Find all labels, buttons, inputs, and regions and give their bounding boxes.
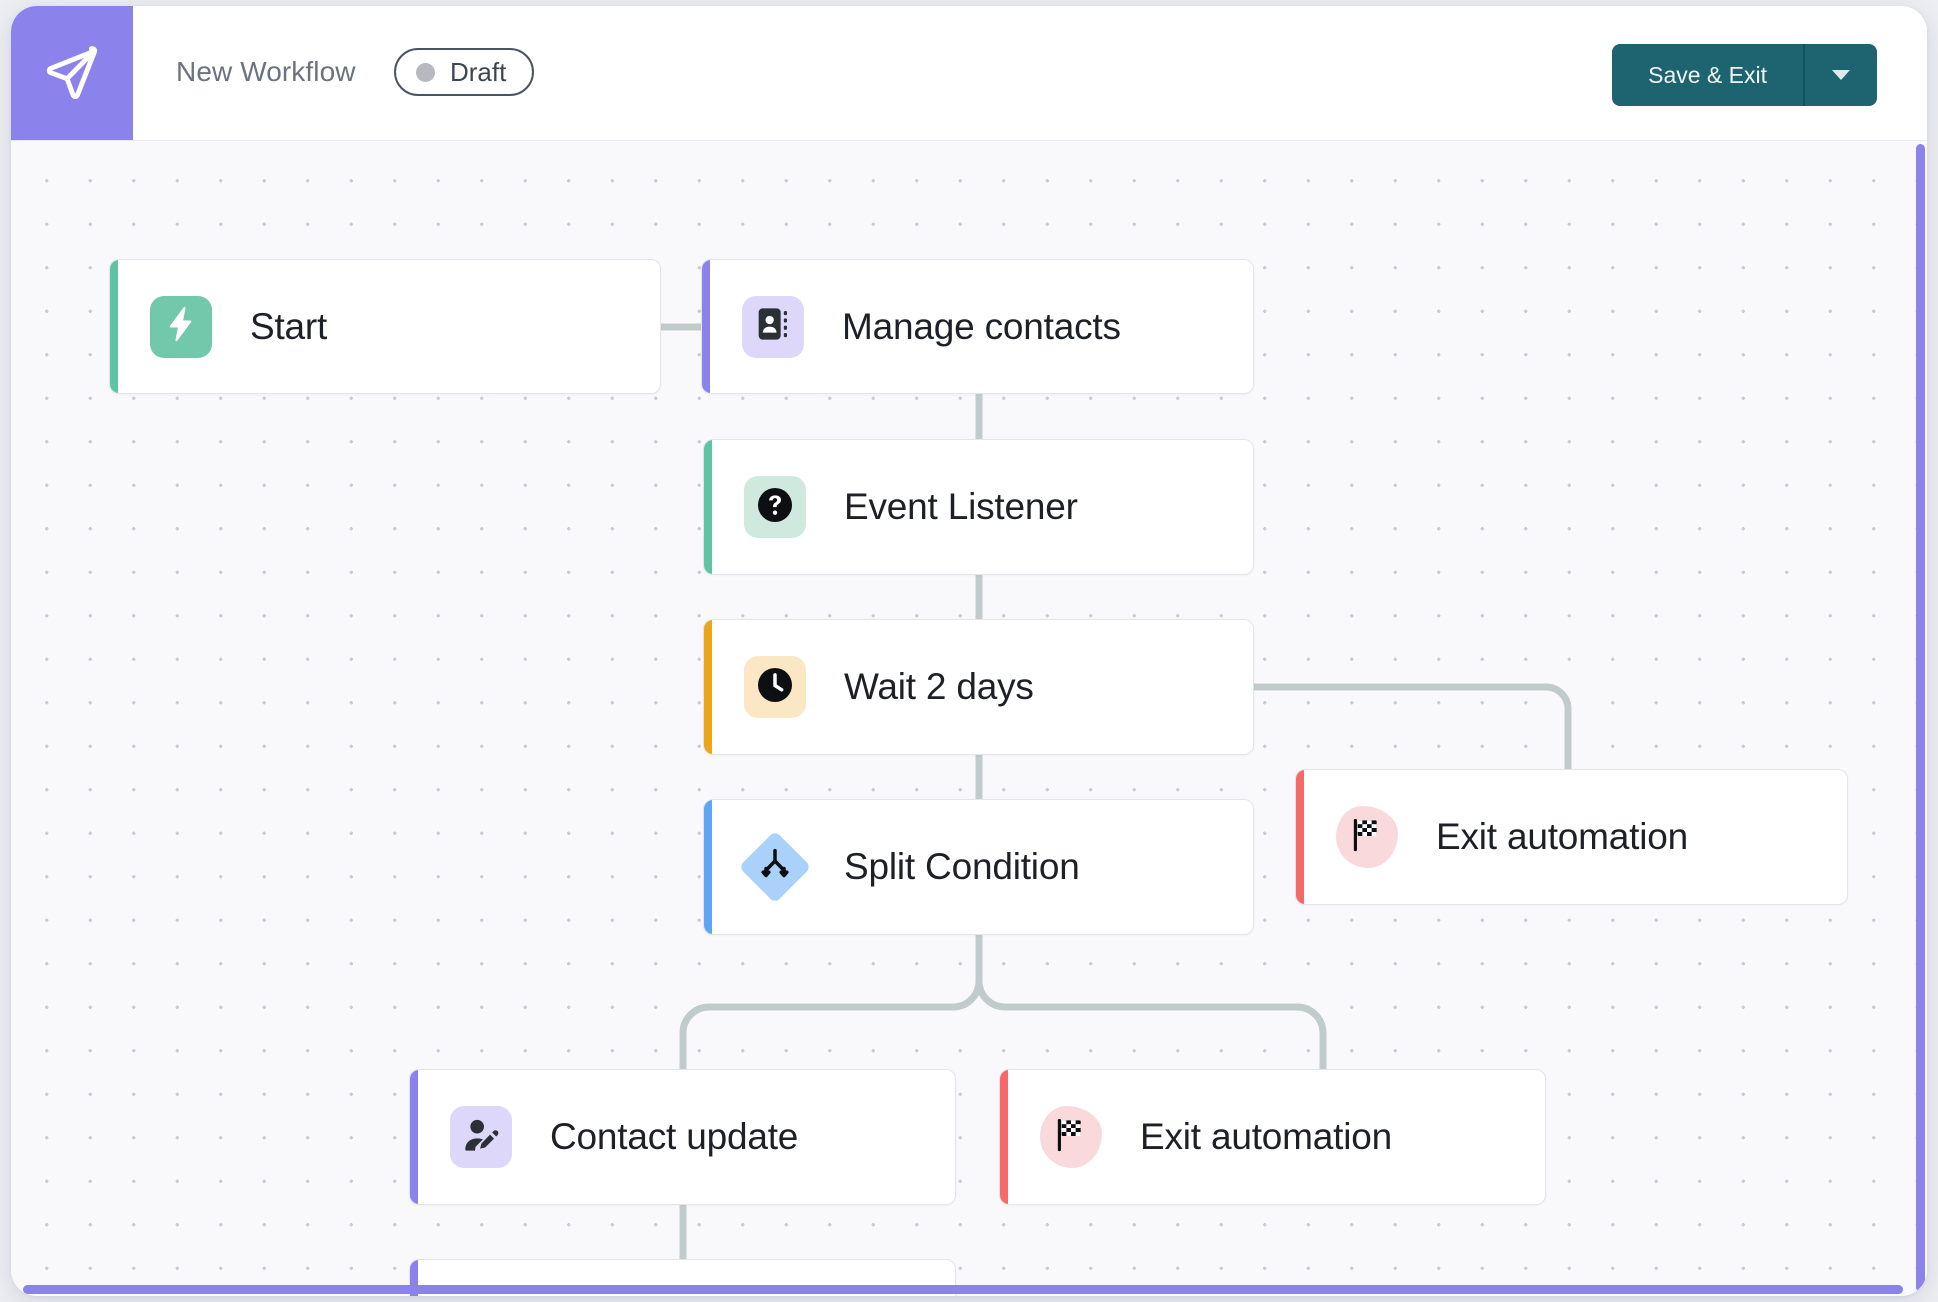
node-label: Exit automation <box>1436 816 1689 857</box>
contact-edit-icon <box>450 1106 512 1168</box>
question-circle-icon <box>744 476 806 538</box>
workflow-node-exit-automation-bottom[interactable]: Exit automation <box>999 1069 1546 1205</box>
horizontal-scrollbar[interactable] <box>23 1285 1903 1294</box>
contact-book-icon <box>742 295 804 358</box>
workflow-node-event-listener[interactable]: Event Listener <box>703 439 1254 575</box>
node-label: Start <box>250 305 328 347</box>
save-and-exit-button[interactable]: Save & Exit <box>1612 44 1805 106</box>
status-dot <box>416 62 435 82</box>
app-window: New Workflow Draft Save & Exit <box>11 6 1927 1296</box>
save-button-group: Save & Exit <box>1612 44 1877 106</box>
node-accent-bar <box>704 440 712 574</box>
node-label: Event Listener <box>844 486 1078 527</box>
node-accent-bar <box>1000 1070 1008 1204</box>
node-label: Exit automation <box>1140 1116 1393 1157</box>
node-accent-bar <box>702 260 710 393</box>
node-label: Split Condition <box>844 846 1080 887</box>
node-label: Contact update <box>550 1116 799 1157</box>
send-plane-icon[interactable] <box>11 6 133 140</box>
node-label: Manage contacts <box>842 305 1121 347</box>
workflow-node-wait-2-days[interactable]: Wait 2 days <box>703 619 1254 755</box>
clock-icon <box>744 656 806 718</box>
workflow-node-start[interactable]: Start <box>109 259 661 394</box>
app-header: New Workflow Draft Save & Exit <box>11 6 1927 141</box>
node-accent-bar <box>410 1260 418 1296</box>
node-accent-bar <box>110 260 118 393</box>
status-label: Draft <box>450 56 507 87</box>
node-accent-bar <box>410 1070 418 1204</box>
workflow-node-split-condition[interactable]: Split Condition <box>703 799 1254 935</box>
vertical-scrollbar[interactable] <box>1916 144 1925 1292</box>
node-label: Wait 2 days <box>844 666 1034 707</box>
checkered-flag-icon <box>1040 1106 1102 1168</box>
workflow-node-manage-contacts[interactable]: Manage contacts <box>701 259 1254 394</box>
node-accent-bar <box>1296 770 1304 904</box>
node-accent-bar <box>704 800 712 934</box>
page-title: New Workflow <box>176 56 356 87</box>
status-badge[interactable]: Draft <box>394 48 535 96</box>
node-accent-bar <box>704 620 712 754</box>
checkered-flag-icon <box>1336 806 1398 868</box>
lightning-bolt-icon <box>150 295 212 358</box>
workflow-node-contact-update[interactable]: Contact update <box>409 1069 956 1205</box>
chevron-down-icon[interactable] <box>1805 44 1877 106</box>
split-branch-icon <box>738 830 812 904</box>
workflow-node-exit-automation-right[interactable]: Exit automation <box>1295 769 1848 905</box>
